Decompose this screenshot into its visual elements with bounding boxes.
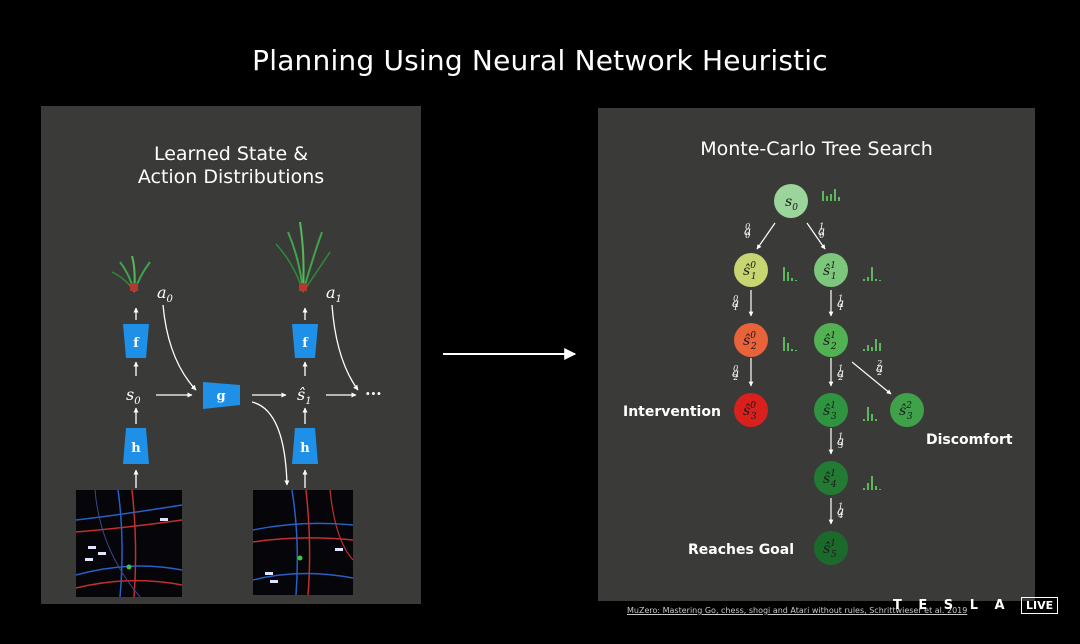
citation-footer: MuZero: Mastering Go, chess, shogi and A… xyxy=(627,606,968,615)
svg-text:ŝ13: ŝ13 xyxy=(823,401,837,422)
a0-label: a0 xyxy=(157,283,174,305)
bar-chart-icon xyxy=(822,189,840,201)
map-image-2 xyxy=(252,489,354,596)
node-s0: s0 xyxy=(774,184,808,218)
h-block-2 xyxy=(292,428,318,464)
left-panel-title: Learned State & Action Distributions xyxy=(41,143,421,189)
a1-label: a1 xyxy=(326,283,342,305)
distribution-bar-icons xyxy=(783,189,881,490)
g-label: g xyxy=(216,389,225,404)
left-panel-title-line1: Learned State & xyxy=(153,143,309,165)
bar-chart-icon xyxy=(863,476,881,490)
svg-text:ŝ01: ŝ01 xyxy=(743,261,757,282)
svg-text:ŝ12: ŝ12 xyxy=(823,331,837,352)
svg-text:ŝ14: ŝ14 xyxy=(823,469,837,490)
tree-edges xyxy=(748,222,892,525)
svg-text:ŝ23: ŝ23 xyxy=(899,401,913,422)
svg-text:ŝ11: ŝ11 xyxy=(823,261,837,282)
h-label-1: h xyxy=(131,441,141,456)
map-image-1 xyxy=(75,489,183,598)
svg-text:ŝ15: ŝ15 xyxy=(823,539,837,560)
slide-title: Planning Using Neural Network Heuristic xyxy=(252,44,828,77)
mcts-panel: Monte-Carlo Tree Search xyxy=(598,108,1035,601)
h-label-2: h xyxy=(300,441,310,456)
bar-chart-icon xyxy=(863,407,877,421)
bar-chart-icon xyxy=(783,337,797,351)
s0-label: s0 xyxy=(126,385,141,407)
action-distribution-plume-2 xyxy=(275,221,331,293)
f-label-2: f xyxy=(302,336,309,351)
svg-text:ŝ03: ŝ03 xyxy=(743,401,757,422)
reaches-goal-label: Reaches Goal xyxy=(688,542,795,558)
live-badge: LIVE xyxy=(1021,597,1059,614)
bar-chart-icon xyxy=(783,267,797,281)
s1-hat-label: ŝ1 xyxy=(297,385,312,407)
svg-text:ŝ02: ŝ02 xyxy=(743,331,757,352)
right-panel-title: Monte-Carlo Tree Search xyxy=(700,138,933,160)
ellipsis: ··· xyxy=(365,384,382,403)
h-block-1 xyxy=(123,428,149,464)
f-block-1 xyxy=(123,324,149,358)
left-arrows xyxy=(133,304,359,488)
svg-text:s0: s0 xyxy=(785,194,798,213)
discomfort-label: Discomfort xyxy=(926,432,1013,448)
intervention-label: Intervention xyxy=(623,404,721,420)
tesla-logo: T E S L A xyxy=(893,598,1011,613)
bar-chart-icon xyxy=(863,267,881,281)
f-label-1: f xyxy=(133,336,140,351)
f-block-2 xyxy=(292,324,318,358)
action-distribution-plume-1 xyxy=(111,255,151,293)
g-block xyxy=(203,382,240,409)
left-panel-title-line2: Action Distributions xyxy=(137,166,325,188)
bar-chart-icon xyxy=(863,339,881,351)
